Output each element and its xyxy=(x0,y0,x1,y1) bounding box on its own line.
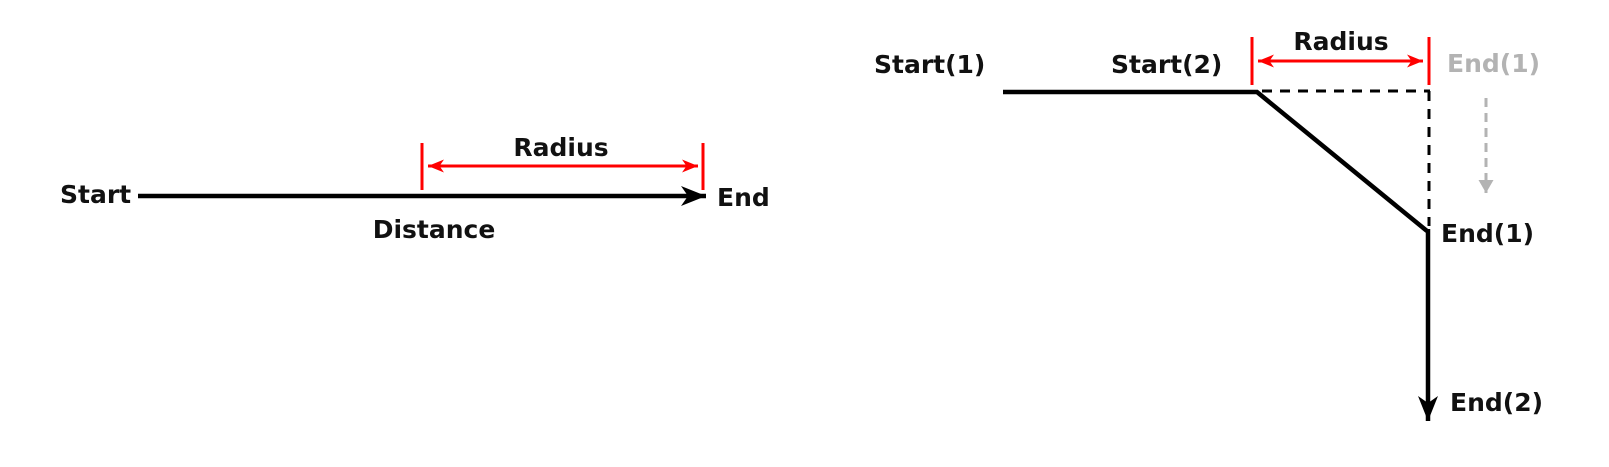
right-start2-label: Start(2) xyxy=(1111,50,1223,79)
right-end1-ghost-label: End(1) xyxy=(1447,49,1541,78)
right-start1-label: Start(1) xyxy=(874,50,986,79)
left-distance-label: Distance xyxy=(372,215,496,244)
left-end-label: End xyxy=(717,183,770,212)
left-radius-label: Radius xyxy=(513,133,609,162)
right-path-start-to-end1 xyxy=(1003,89,1429,233)
left-start-label: Start xyxy=(60,180,132,209)
right-end1-label: End(1) xyxy=(1441,219,1535,248)
right-radius-label: Radius xyxy=(1293,27,1389,56)
right-end2-label: End(2) xyxy=(1450,388,1544,417)
